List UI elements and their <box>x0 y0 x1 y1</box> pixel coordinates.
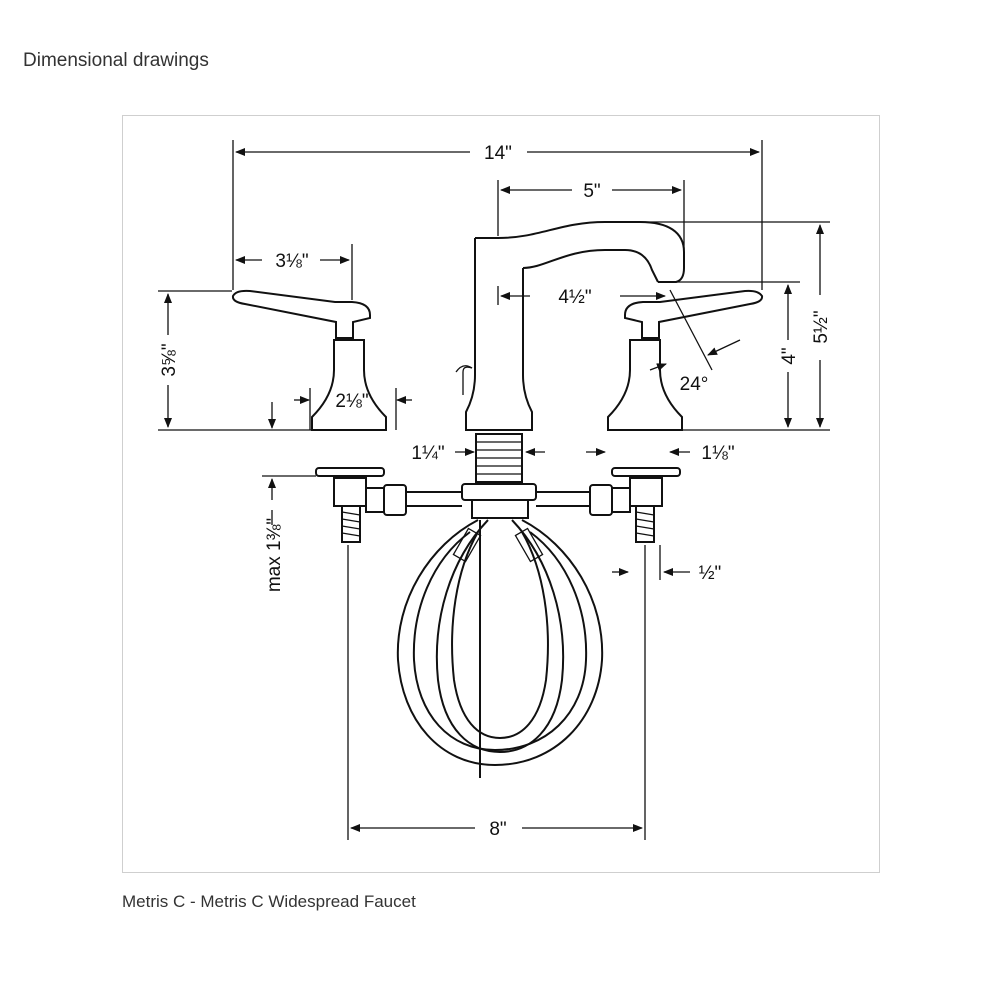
dim-spout-shank: 1¼" <box>411 443 444 464</box>
dim-spout-reach: 5" <box>583 181 600 202</box>
left-handle <box>231 289 387 431</box>
right-valve <box>536 467 681 543</box>
dim-handle-spread: 8" <box>489 819 506 840</box>
drawing-caption: Metris C - Metris C Widespread Faucet <box>122 892 416 911</box>
dimension-labels: 14" 5" 3⅛" 4½" 3⅝" 2⅛" 1¼" 1⅛" max 1⅜" ½… <box>159 143 832 840</box>
dim-overall-height: 5½" <box>811 310 832 343</box>
dim-spout-to-handle: 4½" <box>558 287 591 308</box>
supply-hoses <box>396 519 604 778</box>
dim-valve-tail: ½" <box>699 563 722 584</box>
dim-handle-shank: 1⅛" <box>701 443 734 464</box>
page-heading: Dimensional drawings <box>23 50 209 71</box>
dimension-lines <box>164 148 824 832</box>
centre-shank <box>461 433 537 519</box>
dim-handle-length: 3⅛" <box>275 251 308 272</box>
left-valve <box>315 467 462 543</box>
right-handle <box>607 289 764 431</box>
dim-spray-angle: 24° <box>680 374 709 395</box>
dim-handle-base: 2⅛" <box>335 391 368 412</box>
dim-handle-height: 3⅝" <box>159 343 180 376</box>
dim-max-deck: max 1⅜" <box>264 518 285 592</box>
dim-overall-width: 14" <box>484 143 512 164</box>
extension-lines <box>158 140 830 840</box>
spout-body <box>455 221 685 431</box>
dim-spout-height: 4" <box>779 347 800 364</box>
drawing-frame <box>122 115 880 873</box>
